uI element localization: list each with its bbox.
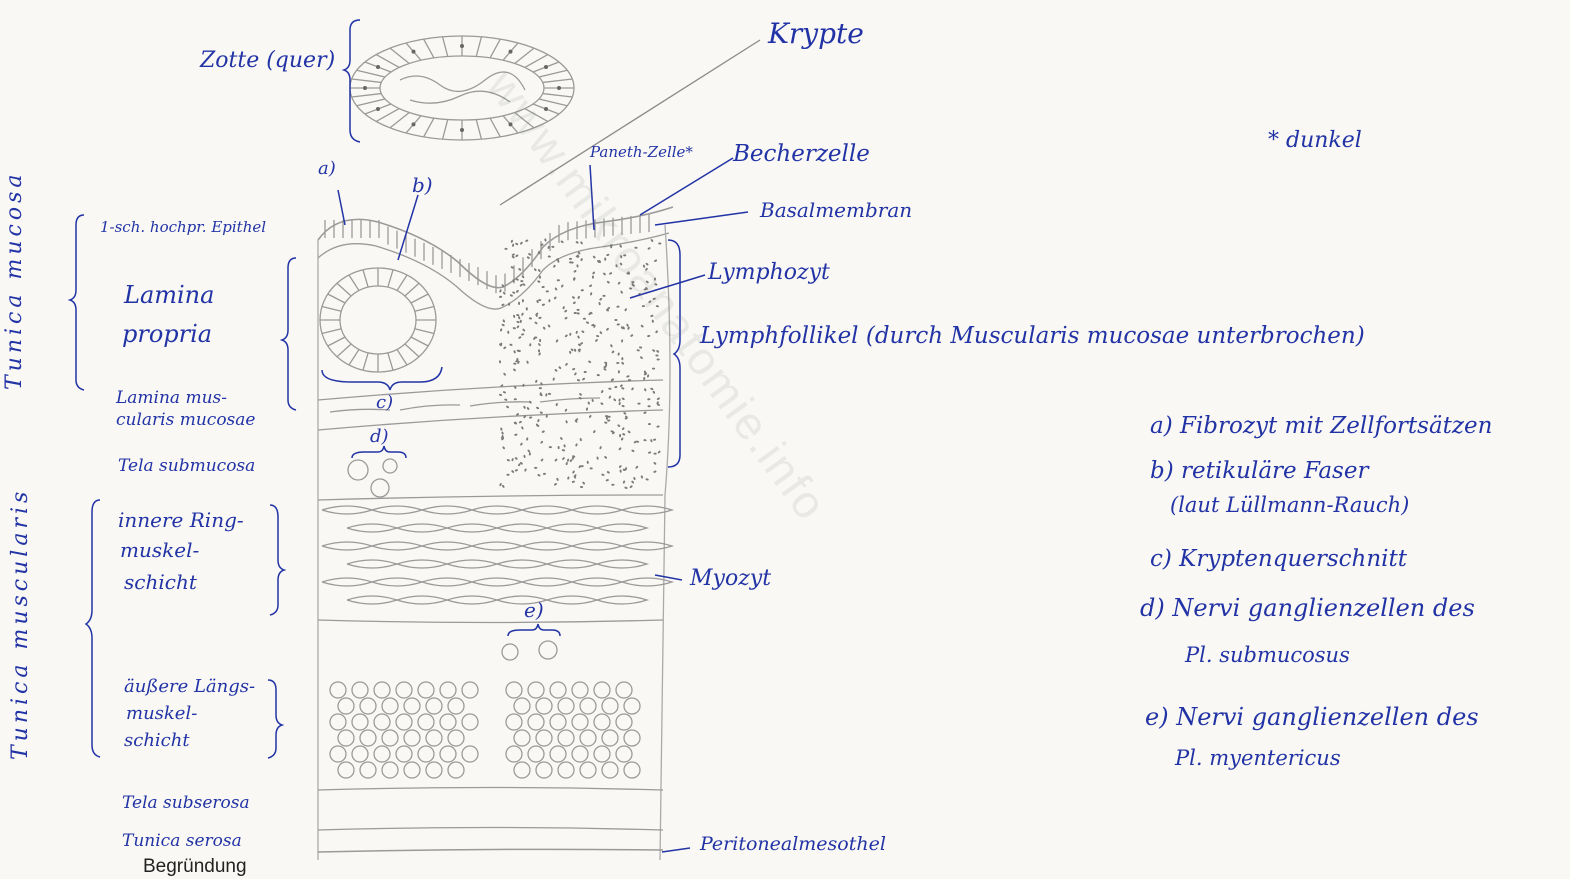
label-tunica-mucosa: Tunica mucosa xyxy=(4,171,26,390)
label-innere-1: innere Ring- xyxy=(118,510,244,530)
label-innere-2: muskel- xyxy=(120,540,199,560)
label-epithel: 1-sch. hochpr. Epithel xyxy=(100,220,266,235)
label-aeussere-2: muskel- xyxy=(126,705,197,723)
inner-circular-muscle xyxy=(322,506,672,604)
label-aeussere-1: äußere Längs- xyxy=(124,678,255,696)
label-zotte: Zotte (quer) xyxy=(200,50,335,72)
muscularis-mucosae xyxy=(318,380,663,430)
caption-begruendung: Begründung xyxy=(140,856,250,878)
label-lymphfollikel: Lymphfollikel (durch Muscularis mucosae … xyxy=(700,325,1365,348)
label-krypte: Krypte xyxy=(768,20,864,48)
legend-c: c) Kryptenquerschnitt xyxy=(1150,548,1407,571)
label-dunkel: * dunkel xyxy=(1268,130,1362,152)
crypt-cross-section xyxy=(320,268,436,372)
label-lamina-propria-1: Lamina xyxy=(124,283,214,307)
legend-d1: d) Nervi ganglienzellen des xyxy=(1140,596,1475,620)
label-tela-submucosa: Tela submucosa xyxy=(118,458,255,475)
marker-b: b) xyxy=(412,175,433,195)
marker-c: c) xyxy=(376,394,393,412)
label-paneth: Paneth-Zelle* xyxy=(590,145,693,160)
outer-longitudinal-muscle xyxy=(330,682,640,778)
label-tela-subserosa: Tela subserosa xyxy=(122,795,250,812)
label-lamina-musc-2: cularis mucosae xyxy=(116,412,255,429)
marker-d: d) xyxy=(370,428,389,446)
label-lymphozyt: Lymphozyt xyxy=(708,262,830,284)
legend-d2: Pl. submucosus xyxy=(1185,645,1350,666)
label-lamina-musc-1: Lamina mus- xyxy=(116,390,227,407)
legend-e2: Pl. myentericus xyxy=(1175,748,1341,769)
legend-a: a) Fibrozyt mit Zellfortsätzen xyxy=(1150,415,1492,438)
label-tunica-serosa: Tunica serosa xyxy=(122,833,242,850)
legend-b2: (laut Lüllmann-Rauch) xyxy=(1170,495,1409,516)
label-peritoneal: Peritonealmesothel xyxy=(700,835,886,854)
label-becherzelle: Becherzelle xyxy=(733,143,870,166)
legend-b1: b) retikuläre Faser xyxy=(1150,460,1368,483)
label-tunica-muscularis: Tunica muscularis xyxy=(10,488,32,760)
label-innere-3: schicht xyxy=(124,572,197,592)
legend-e1: e) Nervi ganglienzellen des xyxy=(1145,705,1479,729)
label-lamina-propria-2: propria xyxy=(122,322,212,346)
label-aeussere-3: schicht xyxy=(124,732,190,750)
marker-e: e) xyxy=(524,600,544,620)
label-basalmembran: Basalmembran xyxy=(760,200,912,220)
marker-a: a) xyxy=(318,160,336,178)
label-myozyt: Myozyt xyxy=(690,568,771,590)
